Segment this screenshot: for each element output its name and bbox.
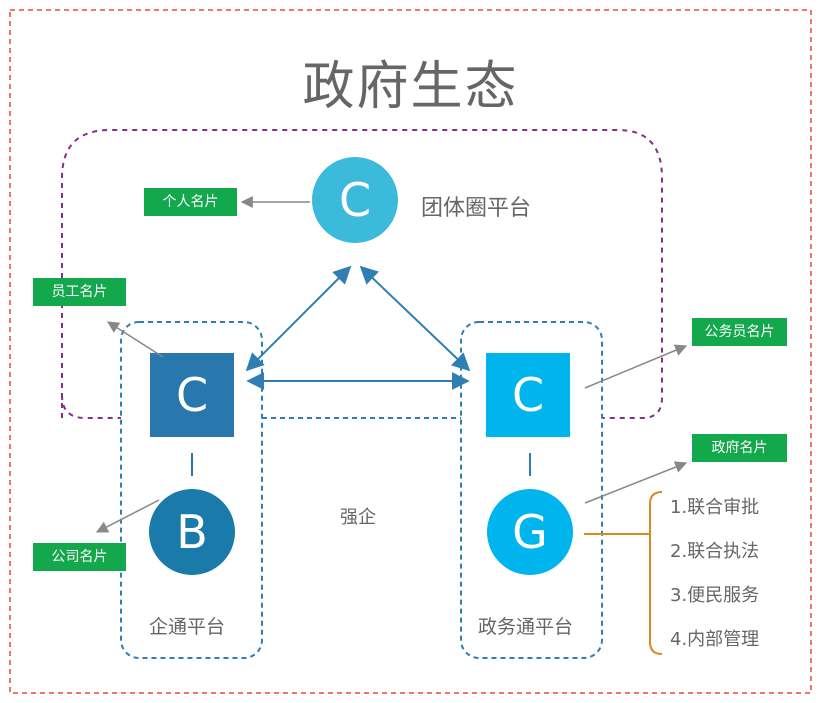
- service-item: 1.联合审批: [670, 497, 760, 518]
- right-c-square: [486, 353, 570, 437]
- left-b-circle: [149, 489, 235, 575]
- arrow-top-right: [359, 265, 471, 372]
- tag-company-card: 公司名片: [33, 543, 126, 571]
- page-title: 政府生态: [302, 57, 519, 117]
- group-platform-label: 团体圈平台: [421, 196, 532, 221]
- group-boundary: [61, 129, 663, 419]
- tag-civil-servant-card: 公务员名片: [692, 318, 787, 346]
- top-c-letter: C: [338, 173, 372, 227]
- service-item: 2.联合执法: [670, 541, 760, 562]
- tag-personal-card: 个人名片: [144, 188, 237, 216]
- arrow-to-government-card: [584, 461, 688, 504]
- arrow-to-company-card: [95, 499, 160, 533]
- service-item: 4.内部管理: [670, 629, 760, 650]
- center-label: 强企: [340, 507, 376, 528]
- enterprise-platform-box: [120, 321, 263, 659]
- arrow-to-employee-card: [106, 321, 164, 358]
- arrow-top-left: [245, 265, 352, 372]
- bracket: [649, 491, 663, 655]
- right-c-letter: C: [511, 368, 545, 422]
- service-item: 3.便民服务: [670, 585, 760, 606]
- government-platform-label: 政务通平台: [478, 616, 574, 638]
- tag-employee-card: 员工名片: [33, 278, 126, 306]
- enterprise-platform-label: 企通平台: [149, 616, 226, 638]
- group-boundary-left-tail: [61, 394, 121, 419]
- left-c-letter: C: [175, 368, 209, 422]
- arrow-to-civil-servant-card: [584, 344, 688, 389]
- right-g-letter: G: [512, 505, 548, 559]
- government-platform-box: [460, 321, 603, 659]
- right-g-circle: [487, 489, 573, 575]
- outer-frame: [9, 9, 812, 694]
- left-b-letter: B: [176, 505, 208, 559]
- top-c-circle: [312, 157, 398, 243]
- tag-government-card: 政府名片: [692, 434, 787, 462]
- left-c-square: [150, 353, 234, 437]
